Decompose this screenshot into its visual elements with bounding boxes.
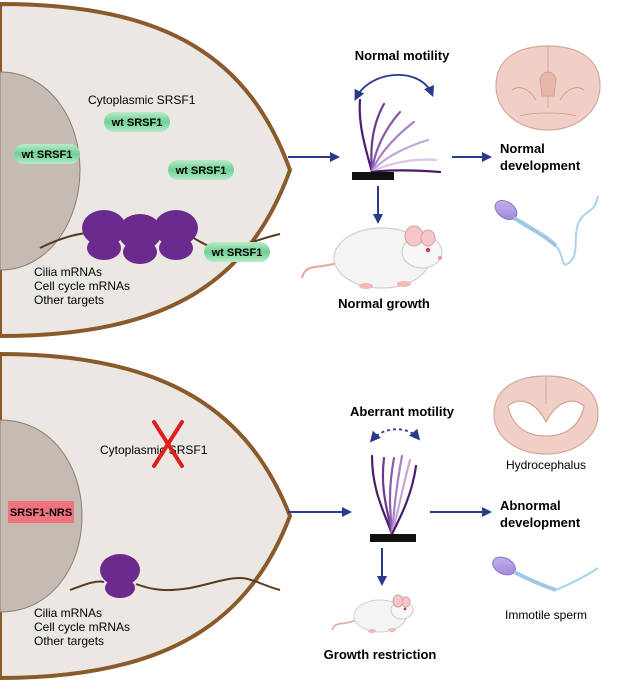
bottom-cell — [0, 351, 293, 681]
normal-mouse — [301, 225, 443, 289]
target-cell-cycle: Cell cycle mRNAs — [34, 620, 130, 634]
srsf1-nrs-badge: SRSF1-NRS — [8, 501, 74, 523]
top-protein-3: wt SRSF1 — [168, 160, 234, 180]
normal-brain-section — [495, 45, 601, 131]
hydrocephalus-label: Hydrocephalus — [506, 458, 586, 472]
bottom-mrna — [69, 576, 281, 592]
immotile-sperm — [492, 556, 599, 592]
small-mouse — [331, 594, 414, 633]
protein-label: wt SRSF1 — [111, 117, 163, 129]
bottom-basal-body — [370, 534, 416, 542]
top-protein-1: wt SRSF1 — [104, 112, 170, 132]
aberrant-motility-dashed-arrow — [369, 428, 421, 443]
top-basal-body — [352, 172, 394, 180]
srsf1-nrs-label: SRSF1-NRS — [10, 507, 72, 519]
cross-icon — [152, 420, 184, 468]
top-nucleus — [0, 71, 81, 271]
abnormal-development-label-2: development — [500, 515, 581, 530]
top-protein-2: wt SRSF1 — [14, 144, 80, 164]
bottom-panel: Cytoplasmic SRSF1 SRSF1-NRS Cilia mRNAs … — [0, 351, 599, 681]
bottom-cilia — [370, 454, 418, 536]
hydrocephalus-brain-section — [493, 375, 599, 455]
immotile-sperm-label: Immotile sperm — [505, 608, 587, 622]
target-cell-cycle: Cell cycle mRNAs — [34, 279, 130, 293]
bottom-ribosome — [100, 554, 140, 598]
target-cilia: Cilia mRNAs — [34, 265, 102, 279]
normal-growth-label: Normal growth — [338, 296, 430, 311]
bottom-targets: Cilia mRNAs Cell cycle mRNAs Other targe… — [34, 606, 130, 648]
motility-curved-arrow — [354, 74, 434, 101]
protein-label: wt SRSF1 — [175, 165, 227, 177]
normal-sperm — [494, 195, 599, 266]
top-panel: Cytoplasmic SRSF1 wt SRSF1 wt SRSF1 wt S… — [0, 1, 601, 339]
protein-label: wt SRSF1 — [21, 149, 73, 161]
top-ribosomes — [82, 210, 198, 264]
top-protein-4: wt SRSF1 — [204, 242, 270, 262]
growth-restriction-label: Growth restriction — [324, 647, 437, 662]
aberrant-motility-label: Aberrant motility — [350, 404, 455, 419]
protein-label: wt SRSF1 — [211, 247, 263, 259]
target-other: Other targets — [34, 634, 104, 648]
top-cytoplasmic-label: Cytoplasmic SRSF1 — [88, 93, 196, 107]
top-cilia — [358, 98, 442, 174]
target-other: Other targets — [34, 293, 104, 307]
top-targets: Cilia mRNAs Cell cycle mRNAs Other targe… — [34, 265, 130, 307]
abnormal-development-label-1: Abnormal — [500, 498, 561, 513]
bottom-cytoplasmic-label: Cytoplasmic SRSF1 — [100, 443, 208, 457]
normal-development-label-2: development — [500, 158, 581, 173]
target-cilia: Cilia mRNAs — [34, 606, 102, 620]
normal-motility-label: Normal motility — [355, 48, 450, 63]
normal-development-label-1: Normal — [500, 141, 545, 156]
